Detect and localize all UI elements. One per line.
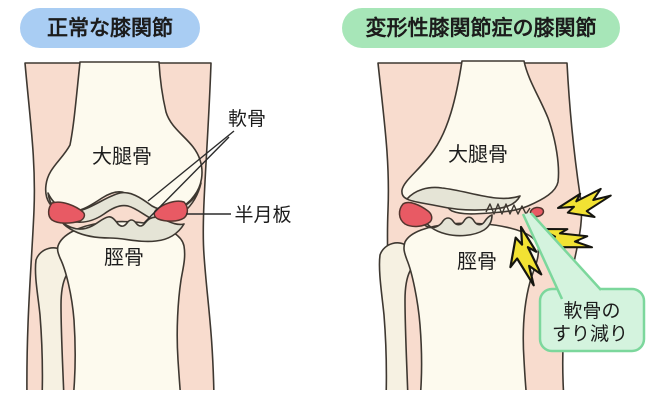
cartilage-label: 軟骨 xyxy=(228,108,266,130)
cartilage-pointer-line-lower xyxy=(143,136,230,224)
oa-title-pill xyxy=(342,8,620,48)
normal-tibia-label: 脛骨 xyxy=(104,245,144,269)
cartilage-wear-callout xyxy=(521,212,646,353)
normal-knee-illustration xyxy=(24,61,215,390)
oa-tibia-label: 脛骨 xyxy=(457,249,497,273)
oa-femur-bone xyxy=(401,60,560,215)
normal-femur-label: 大腿骨 xyxy=(92,144,152,168)
normal-cartilage-lower xyxy=(61,216,185,243)
callout-tail-edge xyxy=(530,212,602,291)
callout-tail-edge xyxy=(521,213,564,300)
oa-meniscus-left xyxy=(398,201,433,228)
osteoarthritis-knee-illustration xyxy=(377,60,615,390)
normal-meniscus-left xyxy=(47,201,86,224)
callout-tail xyxy=(523,213,602,300)
oa-cartilage-worn-sliver xyxy=(406,186,521,211)
cartilage-pointer-line-upper xyxy=(147,130,235,202)
oa-title: 変形性膝関節症の膝関節 xyxy=(366,16,597,40)
callout-text-line2: すり減り xyxy=(552,323,628,345)
normal-title: 正常な膝関節 xyxy=(47,16,173,40)
callout-text-line1: 軟骨の xyxy=(563,300,620,322)
oa-femur-label: 大腿骨 xyxy=(448,142,508,166)
bone-on-bone-zigzag xyxy=(485,203,531,215)
normal-title-pill xyxy=(20,8,200,48)
meniscus-label: 半月板 xyxy=(234,204,291,226)
oa-cartilage-wavy-remnant xyxy=(420,211,493,237)
